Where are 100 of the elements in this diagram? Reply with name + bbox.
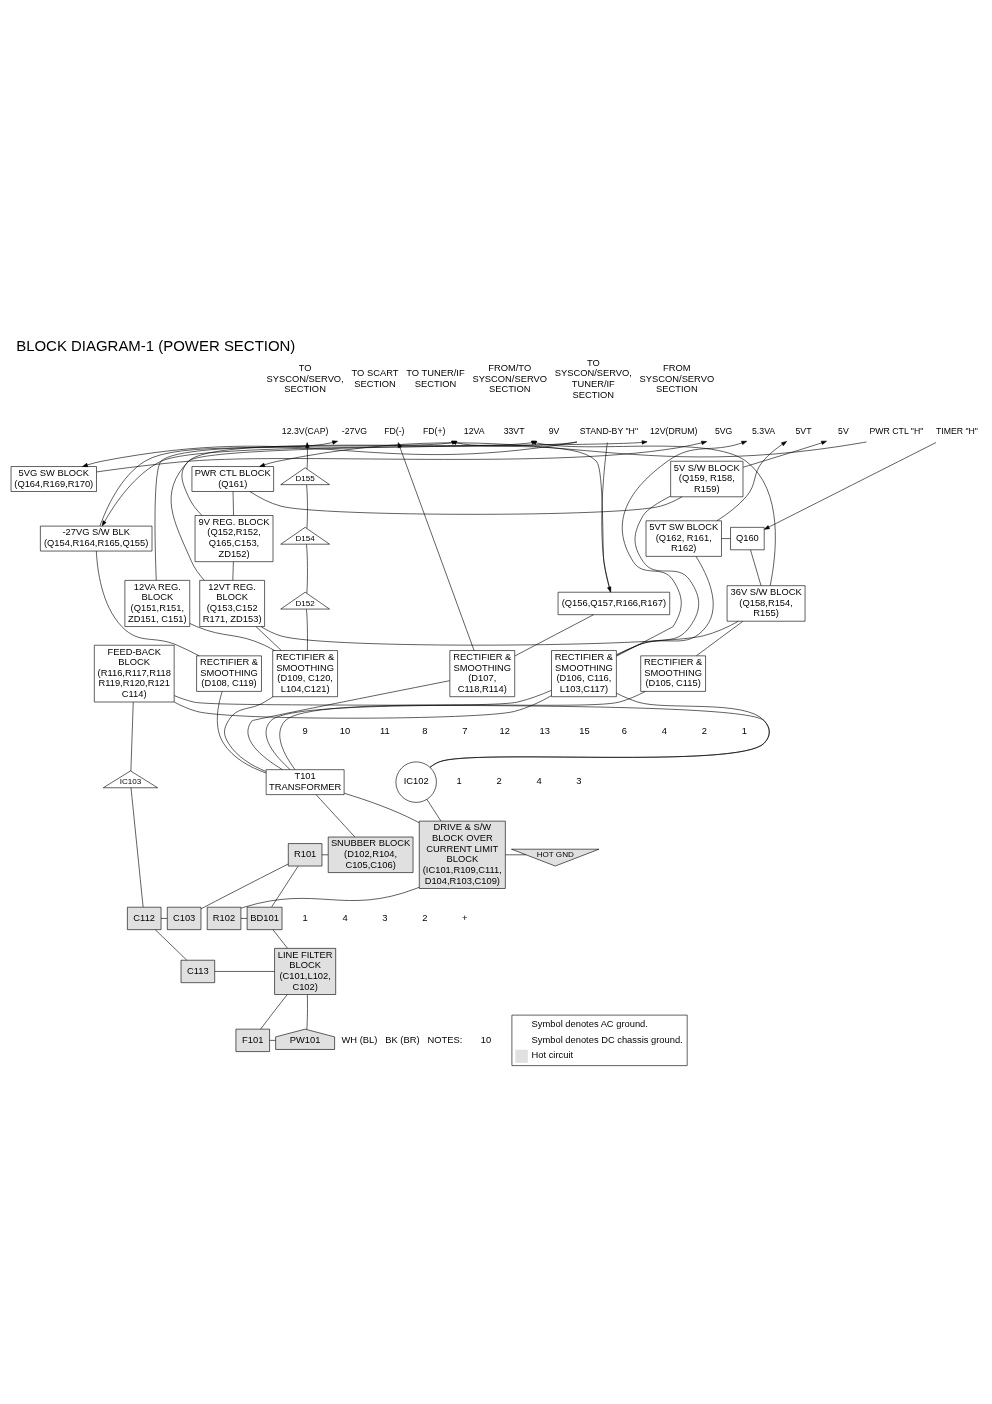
arrow [716, 441, 787, 522]
node-box: (Q156,Q157,R166,R167) [557, 591, 670, 615]
node-box: BD101 [246, 906, 283, 930]
label: TO SYSCON/SERVO, SECTION [266, 363, 344, 395]
connector [616, 556, 714, 655]
node-text: 33VT [503, 425, 525, 436]
label: 2 [701, 726, 707, 737]
node-box: LINE FILTER BLOCK (C101,L102, C102) [274, 948, 336, 995]
connector [505, 854, 527, 856]
legend-label: Hot circuit [531, 1050, 574, 1061]
node-box: F101 [235, 1028, 270, 1052]
label: 9 [302, 726, 308, 737]
node-text: 12V(DRUM) [650, 425, 698, 436]
node-box: RECTIFIER & SMOOTHING (D106, C116, L103,C117) [551, 650, 617, 697]
connector [249, 491, 683, 515]
connector [173, 695, 552, 719]
arrow [305, 442, 310, 470]
label: BK (BR) [385, 1034, 420, 1045]
node-text: TIMER "H" [935, 425, 978, 436]
node-text: 5V [838, 425, 849, 436]
connector [224, 696, 274, 772]
node-box: 36V S/W BLOCK (Q158,R154, R155) [726, 585, 806, 622]
node-text: 5.3VA [752, 425, 776, 436]
node-box: Q160 [730, 527, 765, 551]
connector [240, 886, 420, 909]
label: 11 [380, 726, 390, 737]
connector [96, 550, 200, 657]
connector [217, 691, 267, 774]
node-text: -27VG [341, 425, 368, 436]
connector [189, 623, 275, 651]
connector [269, 1040, 276, 1041]
node-box: C103 [167, 906, 202, 930]
label: 7 [462, 726, 468, 737]
node-box: PWR CTL BLOCK (Q161) [191, 466, 274, 492]
node-text: FD(+) [422, 425, 446, 436]
label: 2 [496, 776, 502, 787]
connector [240, 918, 248, 919]
node-box: FEED-BACK BLOCK (R116,R117,R118 R119,R120,R121 C114) [94, 644, 175, 703]
node-box: 9V REG. BLOCK (Q152,R152, Q165,C153, ZD152) [194, 515, 274, 562]
label: 4 [661, 726, 668, 737]
label: 3 [382, 912, 388, 923]
arrow [99, 440, 338, 527]
label: NOTES: [427, 1034, 463, 1045]
node-text: FD(-) [384, 425, 405, 436]
label: 1 [456, 776, 462, 787]
connector [200, 863, 289, 910]
connector [271, 865, 299, 908]
node-box: RECTIFIER & SMOOTHING (D109, C120, L104,C121) [272, 650, 338, 697]
node-box: R101 [288, 843, 323, 867]
diagram-title: BLOCK DIAGRAM-1 (POWER SECTION) [16, 336, 296, 354]
connector [260, 621, 739, 646]
connector [255, 626, 282, 651]
connector [173, 695, 770, 768]
node-box: 5VG SW BLOCK (Q164,R169,R170) [10, 466, 97, 492]
connector [160, 918, 168, 919]
connector [306, 544, 308, 594]
node-text: 9V [548, 425, 560, 436]
legend-label: Symbol denotes AC ground. [531, 1019, 648, 1030]
arrow [616, 440, 748, 657]
label: 8 [422, 726, 428, 737]
node-text: STAND-BY "H" [579, 425, 638, 436]
arrow [742, 440, 827, 468]
connector [696, 621, 744, 657]
label: 4 [536, 776, 542, 787]
node-box: C113 [180, 959, 215, 983]
label: 1 [302, 912, 308, 923]
node-box: 12VT REG. BLOCK (Q153,C152 R171, ZD153) [199, 580, 265, 627]
label: 6 [621, 726, 628, 737]
label: 10 [339, 726, 351, 737]
connector [260, 994, 288, 1030]
label: + [462, 912, 468, 923]
connector [247, 680, 450, 770]
node-box: RECTIFIER & SMOOTHING (D105, C115) [640, 655, 706, 692]
label: 2 [422, 912, 428, 923]
legend-label: Symbol denotes DC chassis ground. [531, 1034, 683, 1045]
connector [155, 929, 188, 961]
label: FROM/TO SYSCON/SERVO SECTION [472, 363, 548, 395]
connector [721, 538, 731, 539]
label: 3 [576, 776, 582, 787]
label: 1 [741, 726, 747, 737]
label: 12 [499, 726, 510, 737]
node-text: 5VT [795, 425, 812, 436]
arrow [764, 442, 937, 530]
node-box: 12VA REG. BLOCK (Q151,R151, ZD151, C151) [124, 580, 191, 627]
node-circle: IC102 [395, 761, 437, 803]
node-box: 5V S/W BLOCK (Q159, R158, R159) [670, 460, 744, 498]
label: 13 [539, 726, 550, 737]
arrow [601, 442, 612, 593]
connector [214, 971, 275, 972]
label: 4 [342, 912, 348, 923]
label: TO TUNER/IF SECTION [406, 368, 465, 390]
label: TO SYSCON/SERVO, TUNER/IF SECTION [554, 357, 632, 400]
node-box: R102 [206, 906, 242, 930]
label: 10 [480, 1034, 492, 1045]
label: FROM SYSCON/SERVO SECTION [639, 363, 715, 395]
connector [265, 690, 552, 770]
label: TO SCART SECTION [351, 368, 399, 390]
node-box: -27VG S/W BLK (Q154,R164,R165,Q155) [40, 525, 153, 552]
connector [306, 994, 308, 1030]
node-box: SNUBBER BLOCK (D102,R104, C105,C106) [327, 836, 414, 873]
